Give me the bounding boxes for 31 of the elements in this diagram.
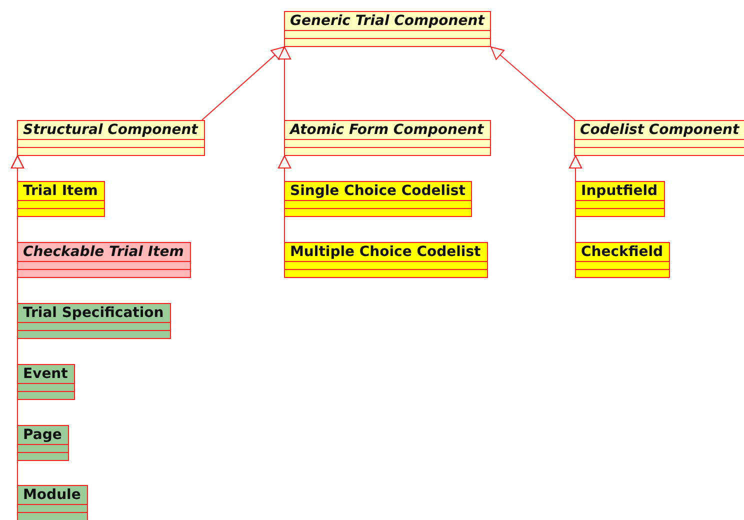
class-box — [17, 364, 75, 400]
inheritance-arrow — [278, 46, 291, 120]
class-name: Checkable Trial Item — [22, 243, 185, 261]
class-name: Structural Component — [22, 121, 200, 139]
class-name: Inputfield — [580, 182, 659, 200]
class-box — [574, 120, 744, 156]
class-box — [284, 11, 492, 47]
class-name: Module — [22, 486, 82, 504]
class-box — [17, 120, 205, 156]
class-name: Single Choice Codelist — [289, 182, 466, 200]
class-box — [284, 181, 472, 217]
inheritance-arrow — [202, 46, 284, 120]
class-name: Trial Item — [22, 182, 99, 200]
class-name: Generic Trial Component — [289, 12, 486, 30]
class-name: Codelist Component — [579, 121, 740, 139]
class-name: Event — [22, 365, 69, 383]
inheritance-arrow — [490, 46, 576, 120]
class-name: Multiple Choice Codelist — [289, 243, 482, 261]
class-box — [575, 181, 665, 217]
class-box — [17, 485, 88, 520]
class-name: Atomic Form Component — [288, 121, 485, 139]
class-box — [575, 242, 670, 278]
class-box — [17, 425, 69, 461]
class-box — [284, 242, 488, 278]
class-box — [284, 120, 491, 156]
class-box — [17, 303, 171, 339]
class-name: Trial Specification — [22, 304, 165, 322]
class-box — [17, 242, 191, 278]
class-box — [17, 181, 105, 217]
class-name: Page — [22, 426, 63, 444]
class-name: Checkfield — [580, 243, 664, 261]
